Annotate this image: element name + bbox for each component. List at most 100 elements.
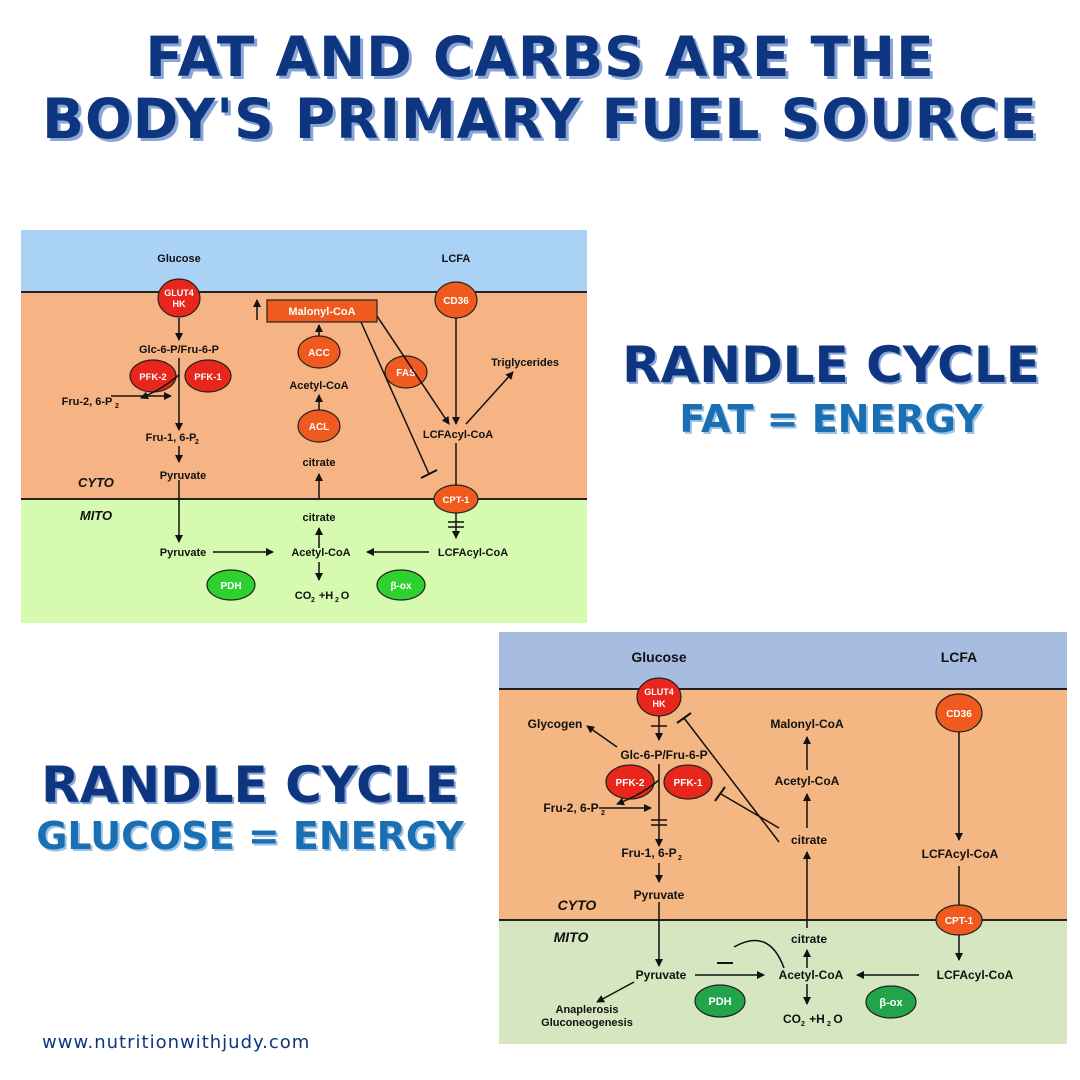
cd36-label: CD36 bbox=[946, 709, 972, 720]
malonyl-coa-label: Malonyl-CoA bbox=[288, 306, 355, 318]
citrate-inhibits-pfk1 bbox=[720, 793, 780, 829]
h2o-o-label: O bbox=[341, 590, 350, 602]
acetylcoa-mito-label: Acetyl-CoA bbox=[291, 547, 350, 559]
acc-label: ACC bbox=[308, 348, 330, 359]
pfk2-label: PFK-2 bbox=[139, 372, 166, 383]
pdh-label: PDH bbox=[220, 581, 241, 592]
pfk1-enzyme bbox=[663, 764, 713, 800]
page-title-line2: BODY'S PRIMARY FUEL SOURCE bbox=[42, 87, 1038, 151]
pdh-label: PDH bbox=[708, 996, 731, 1008]
h2o-o-label: O bbox=[833, 1012, 842, 1026]
cd36-label: CD36 bbox=[443, 296, 469, 307]
mito-label: MITO bbox=[554, 929, 589, 945]
h2o-subscript: 2 bbox=[335, 597, 339, 604]
lcfacyl-mito-label: LCFAcyl-CoA bbox=[438, 547, 508, 559]
h2o-subscript: 2 bbox=[827, 1021, 831, 1028]
anaplerosis-label: Anaplerosis bbox=[556, 1004, 619, 1016]
glc6p-label: Glc-6-P/Fru-6-P bbox=[139, 344, 219, 356]
fru16-label: Fru-1, 6-P bbox=[146, 432, 197, 444]
hk-label: HK bbox=[653, 699, 666, 709]
glut4-label: GLUT4 bbox=[644, 687, 674, 697]
lcfacyl-cyto-label: LCFAcyl-CoA bbox=[423, 429, 493, 441]
malonyl-coa-label: Malonyl-CoA bbox=[770, 717, 844, 731]
beta-ox-label: β-ox bbox=[390, 581, 412, 592]
citrate-mito-label: citrate bbox=[791, 932, 827, 946]
randle-cycle-glucose-diagram: Glucose LCFA GLUT4 HK CD36 Glycogen Glc-… bbox=[499, 632, 1067, 1044]
fat-section-subheading: FAT = ENERGY bbox=[679, 397, 983, 441]
citrate-cyto-label: citrate bbox=[791, 833, 827, 847]
citrate-mito-label: citrate bbox=[302, 512, 335, 524]
acetylcoa-cyto-label: Acetyl-CoA bbox=[775, 774, 840, 788]
extracellular-band bbox=[499, 632, 1067, 689]
lcfacyl-cyto-label: LCFAcyl-CoA bbox=[922, 847, 999, 861]
malonyl-to-lcfacyl-arrow bbox=[376, 315, 450, 425]
glut4-hk-enzyme bbox=[636, 677, 682, 717]
fru16-subscript: 2 bbox=[195, 439, 199, 446]
triglycerides-label: Triglycerides bbox=[491, 357, 559, 369]
citrate-cyto-label: citrate bbox=[302, 457, 335, 469]
lcfa-label: LCFA bbox=[442, 253, 471, 265]
gluconeogenesis-label: Gluconeogenesis bbox=[541, 1017, 633, 1029]
cyto-label: CYTO bbox=[78, 475, 114, 490]
mitochondria-band bbox=[499, 920, 1067, 1044]
pfk2-label: PFK-2 bbox=[616, 778, 645, 789]
malonyl-inhibits-cpt1 bbox=[360, 321, 430, 475]
beta-ox-enzyme bbox=[376, 569, 426, 601]
extracellular-band bbox=[21, 230, 587, 292]
acc-enzyme bbox=[297, 335, 341, 369]
acl-label: ACL bbox=[309, 422, 330, 433]
acetylcoa-mito-label: Acetyl-CoA bbox=[779, 968, 844, 982]
fru16-label: Fru-1, 6-P bbox=[621, 846, 676, 860]
glut4-hk-enzyme bbox=[157, 278, 201, 318]
pyruvate-mito-label: Pyruvate bbox=[160, 547, 206, 559]
lcfacyl-mito-label: LCFAcyl-CoA bbox=[937, 968, 1014, 982]
lcfa-label: LCFA bbox=[941, 649, 978, 665]
beta-ox-enzyme bbox=[865, 985, 917, 1019]
fas-enzyme bbox=[384, 355, 428, 389]
pfk1-label: PFK-1 bbox=[674, 778, 703, 789]
glut4-label: GLUT4 bbox=[164, 288, 194, 298]
mito-label: MITO bbox=[80, 508, 112, 523]
randle-cycle-fat-diagram: Glucose LCFA GLUT4 HK CD36 Malonyl-CoA G… bbox=[21, 230, 587, 623]
hk-label: HK bbox=[173, 299, 186, 309]
malonyl-coa-box bbox=[266, 299, 378, 323]
pdh-enzyme bbox=[206, 569, 256, 601]
pyruvate-cyto-label: Pyruvate bbox=[160, 470, 206, 482]
hk-inhibition-bar bbox=[676, 712, 692, 724]
to-anaplerosis-arrow bbox=[596, 981, 635, 1003]
to-fru26-arrow bbox=[616, 779, 660, 806]
website-url: www.nutritionwithjudy.com bbox=[42, 1032, 311, 1053]
pyruvate-mito-label: Pyruvate bbox=[636, 968, 687, 982]
acl-enzyme bbox=[297, 409, 341, 443]
co2-subscript: 2 bbox=[311, 597, 315, 604]
cyto-label: CYTO bbox=[558, 897, 597, 913]
to-triglycerides-arrow bbox=[465, 371, 514, 425]
fru26-label: Fru-2, 6-P bbox=[62, 396, 113, 408]
to-glycogen-arrow bbox=[586, 725, 618, 748]
pfk1-inhibition-bar bbox=[714, 786, 726, 802]
fru26-label: Fru-2, 6-P bbox=[543, 801, 598, 815]
glc6p-label: Glc-6-P/Fru-6-P bbox=[620, 748, 707, 762]
co2-subscript: 2 bbox=[801, 1021, 805, 1028]
fru26-subscript: 2 bbox=[115, 403, 119, 410]
fas-label: FAS bbox=[396, 368, 416, 379]
cpt1-label: CPT-1 bbox=[945, 916, 974, 927]
pyruvate-cyto-label: Pyruvate bbox=[634, 888, 685, 902]
cpt1-label: CPT-1 bbox=[443, 495, 471, 506]
glucose-label: Glucose bbox=[157, 253, 200, 265]
page-title-line1: FAT AND CARBS ARE THE bbox=[145, 25, 935, 89]
pdh-enzyme bbox=[694, 984, 746, 1018]
co2-label: CO bbox=[295, 590, 312, 602]
mitochondria-band bbox=[21, 499, 587, 623]
h2o-label: +H bbox=[319, 590, 333, 602]
fru26-subscript: 2 bbox=[601, 810, 605, 817]
acetylcoa-cyto-label: Acetyl-CoA bbox=[289, 380, 348, 392]
inhibition-bar bbox=[420, 469, 438, 479]
co2-label: CO bbox=[783, 1012, 801, 1026]
acetylcoa-feedback-arc bbox=[733, 939, 785, 969]
citrate-inhibits-hk bbox=[683, 717, 780, 843]
glucose-section-heading: RANDLE CYCLE bbox=[41, 756, 459, 814]
beta-ox-label: β-ox bbox=[879, 997, 903, 1009]
h2o-label: +H bbox=[809, 1012, 825, 1026]
pfk1-label: PFK-1 bbox=[194, 372, 222, 383]
